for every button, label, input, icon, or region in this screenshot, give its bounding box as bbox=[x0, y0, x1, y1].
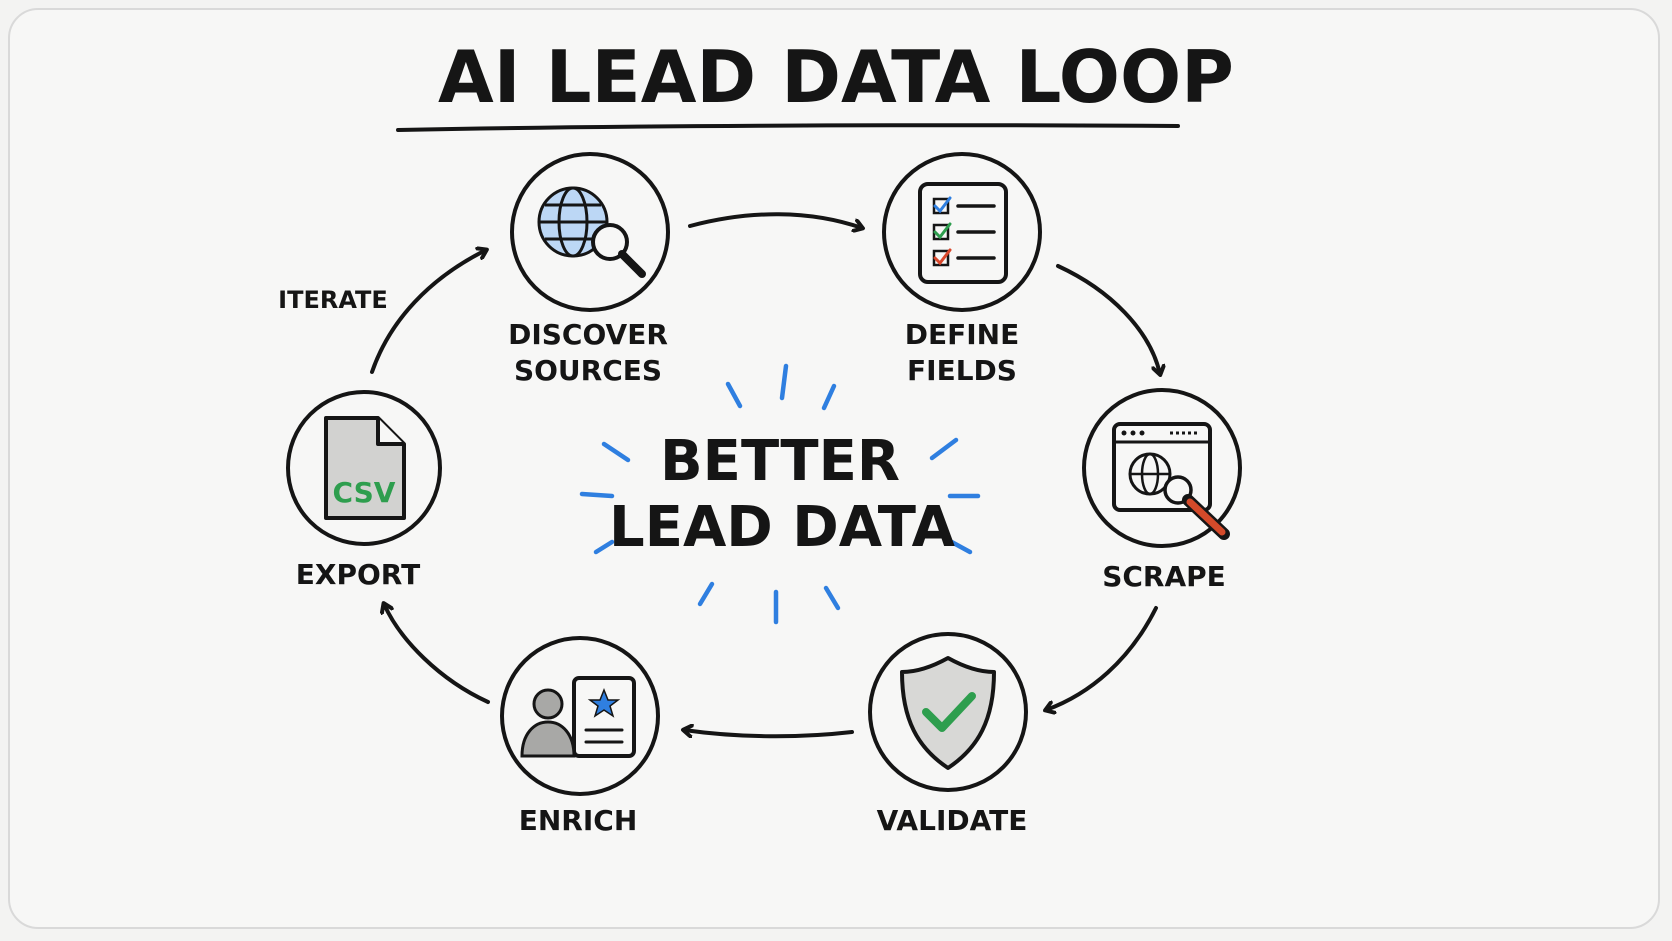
step-label-line1: EXPORT bbox=[296, 558, 420, 591]
step-enrich: ENRICH bbox=[500, 636, 660, 837]
iterate-label: ITERATE bbox=[278, 286, 388, 314]
center-burst bbox=[579, 363, 981, 625]
title-underline bbox=[396, 123, 1180, 132]
center-line2: LEAD DATA bbox=[609, 495, 956, 560]
arrow-enrich-to-export bbox=[384, 604, 490, 704]
arrow-define-to-scrape bbox=[1056, 264, 1160, 374]
step-discover-sources: DISCOVER SOURCES bbox=[508, 152, 670, 387]
step-export: CSV EXPORT bbox=[286, 390, 442, 591]
csv-label: CSV bbox=[333, 476, 396, 509]
arrow-discover-to-define bbox=[688, 212, 862, 228]
browser-scrape-icon bbox=[1112, 422, 1230, 540]
step-label-line1: DEFINE bbox=[905, 318, 1019, 351]
diagram-title: AI LEAD DATA LOOP bbox=[438, 35, 1234, 119]
arrow-scrape-to-validate bbox=[1046, 606, 1158, 710]
step-scrape: SCRAPE bbox=[1082, 388, 1242, 593]
center-line1: BETTER bbox=[660, 429, 900, 494]
arrow-export-to-discover bbox=[370, 250, 486, 374]
step-label-line1: DISCOVER bbox=[508, 318, 668, 351]
arrow-validate-to-enrich bbox=[684, 730, 854, 739]
step-label-line2: FIELDS bbox=[907, 354, 1017, 387]
checklist-icon bbox=[918, 182, 1008, 284]
step-validate: VALIDATE bbox=[868, 632, 1028, 837]
step-label-line1: VALIDATE bbox=[877, 804, 1028, 837]
shield-check-icon bbox=[900, 656, 996, 770]
step-label-line1: SCRAPE bbox=[1102, 560, 1226, 593]
loop-arrows bbox=[370, 212, 1160, 739]
frame bbox=[8, 8, 1660, 929]
profile-card-icon bbox=[520, 676, 636, 758]
step-define-fields: DEFINE FIELDS bbox=[882, 152, 1042, 387]
step-label-line1: ENRICH bbox=[519, 804, 638, 837]
step-label-line2: SOURCES bbox=[514, 354, 662, 387]
globe-search-icon bbox=[537, 186, 646, 278]
csv-file-icon: CSV bbox=[324, 416, 406, 520]
